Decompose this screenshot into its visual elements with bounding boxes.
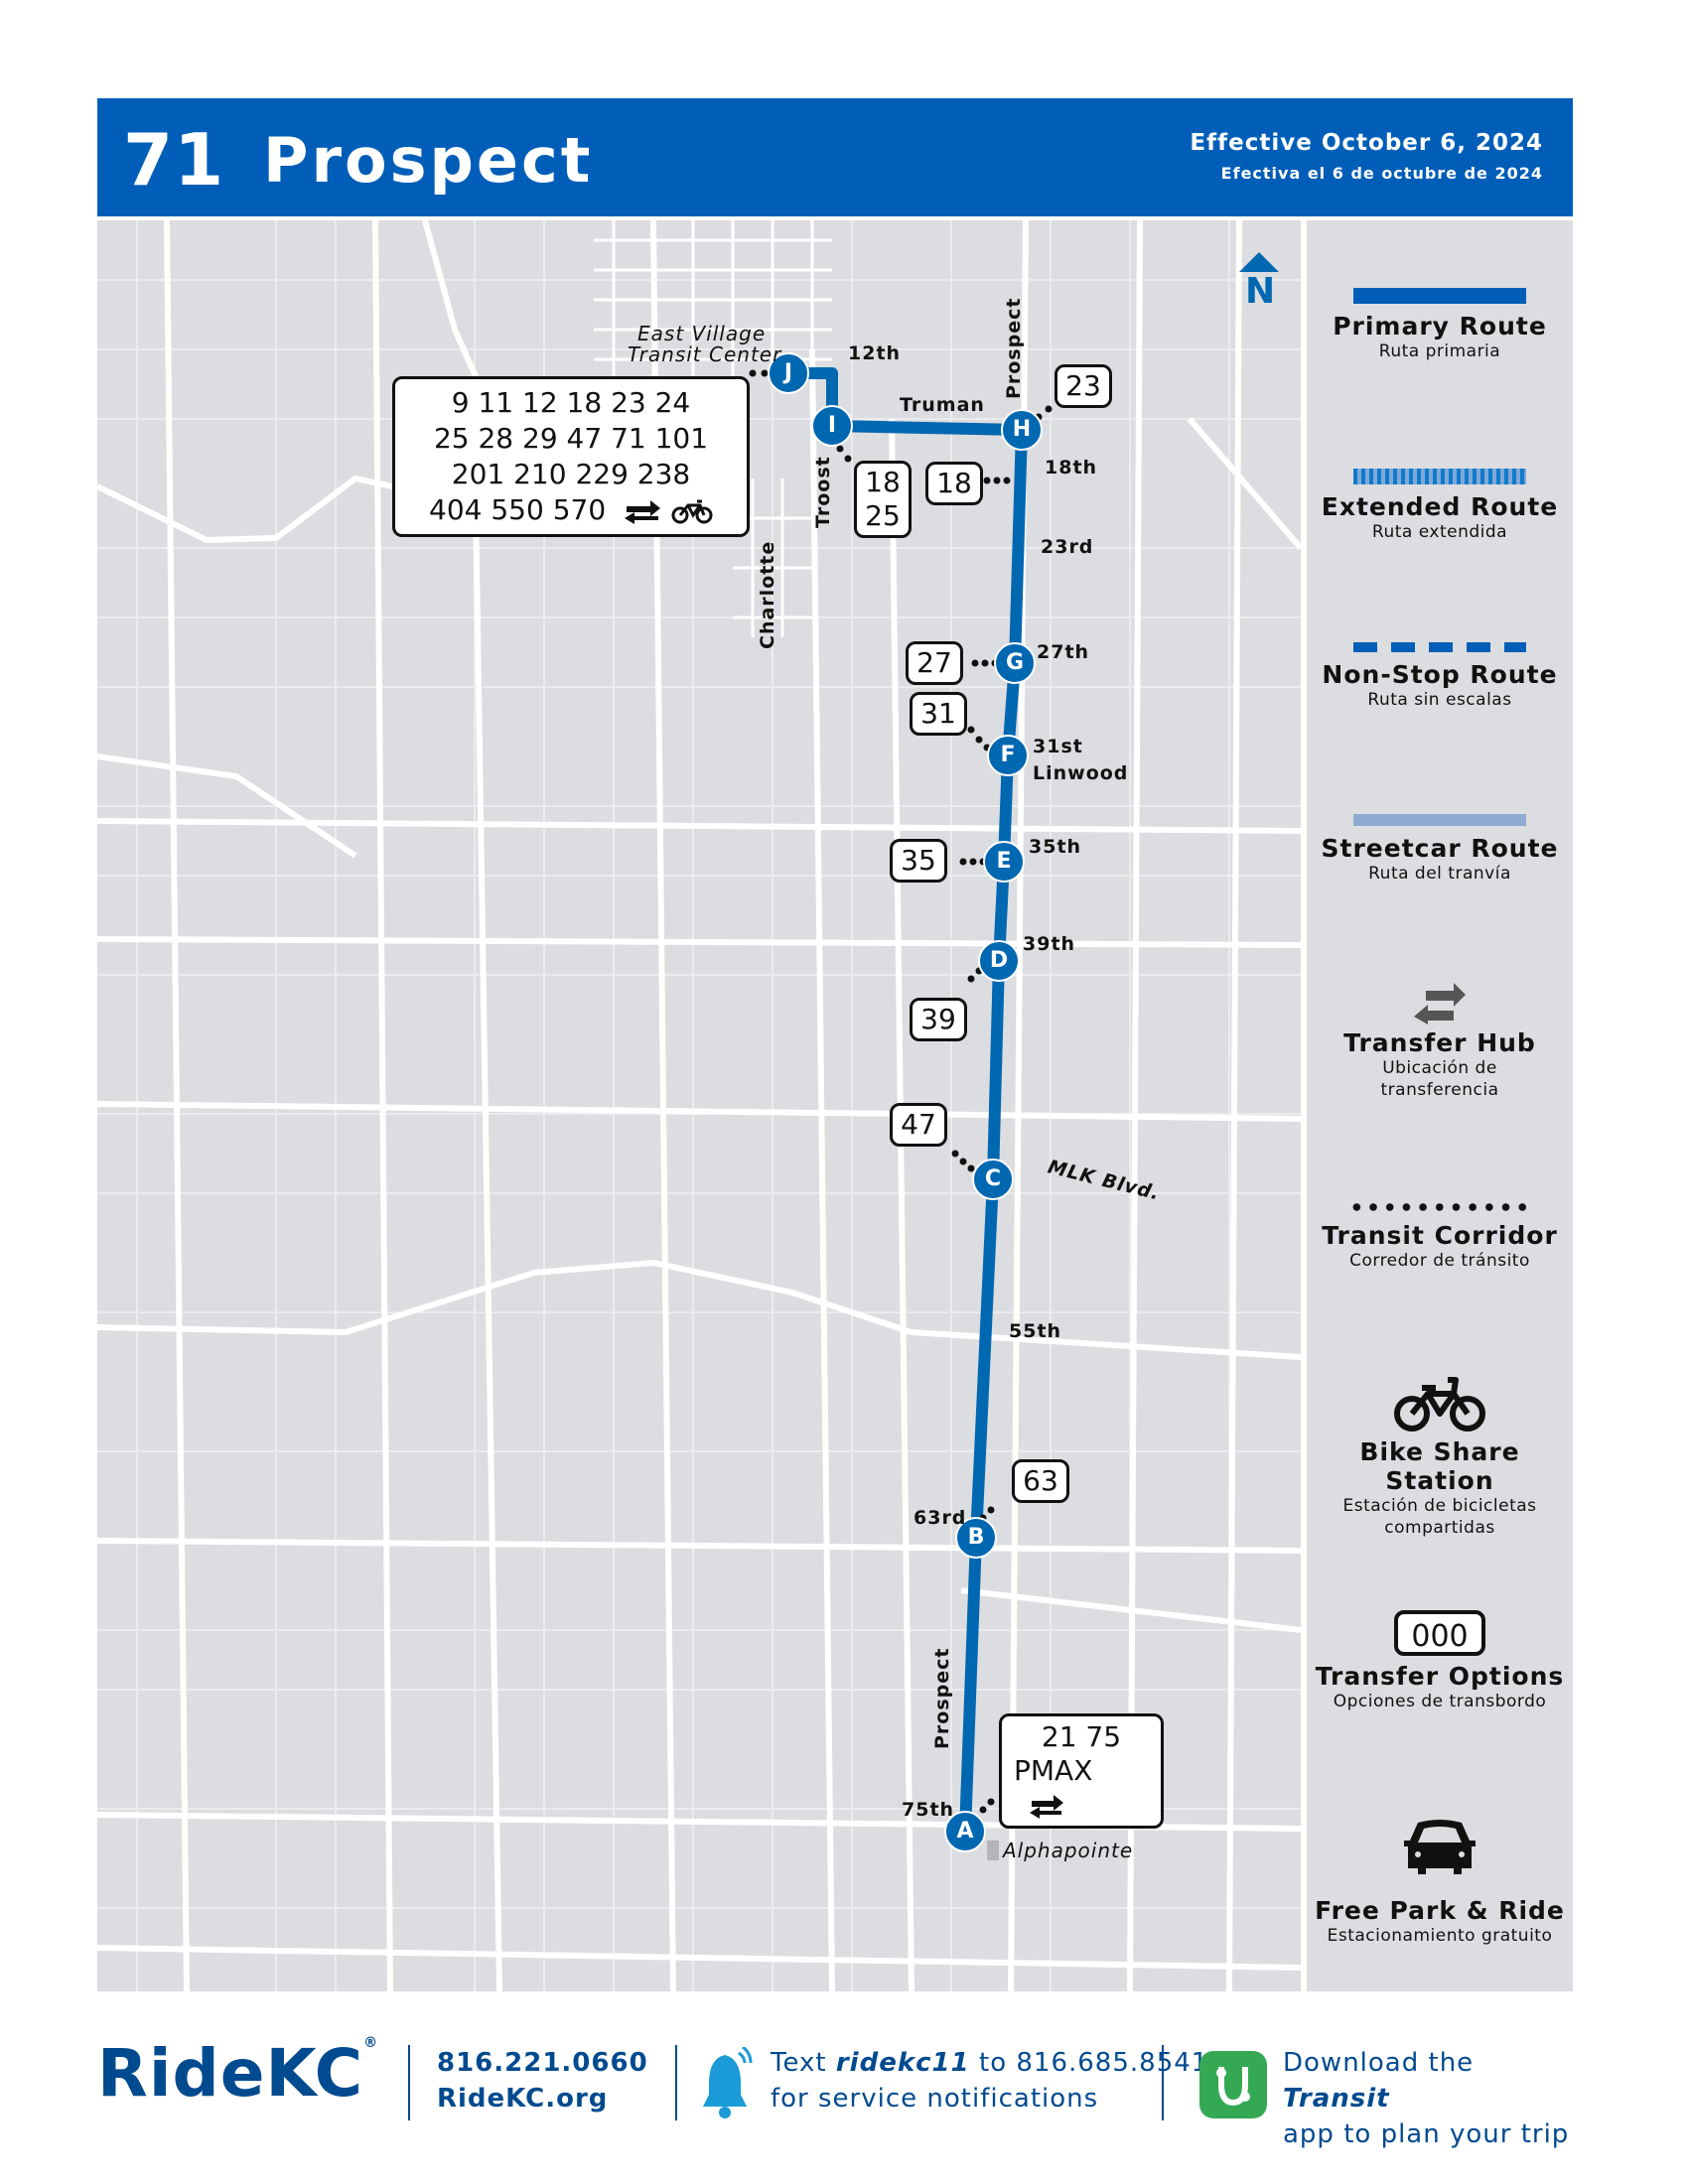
stop-b[interactable]: B xyxy=(955,1517,997,1559)
transfer-box-stop-d: 39 xyxy=(910,998,967,1041)
legend-panel: Primary Route Ruta primaria Extended Rou… xyxy=(1307,220,1573,1991)
ridekc-logo: RideKC® xyxy=(97,2035,379,2112)
transit-app-name: Transit xyxy=(1283,2084,1390,2114)
primary-route-line-icon xyxy=(1353,288,1526,304)
legend-transfer-hub: Transfer Hub Ubicación de transferencia xyxy=(1307,981,1573,1101)
legend-transit-corridor: Transit Corridor Corredor de tránsito xyxy=(1307,1203,1573,1272)
stop-i[interactable]: I xyxy=(811,405,853,447)
route-map[interactable]: N J I H G F E D C B A 9 11 12 18 23 24 2… xyxy=(97,220,1301,1991)
stop-a[interactable]: A xyxy=(944,1811,986,1852)
phone-link[interactable]: 816.221.0660 xyxy=(437,2048,648,2078)
text-notifications: Text ridekc11 to 816.685.8541 for servic… xyxy=(771,2048,1209,2114)
transfer-box-stop-c: 47 xyxy=(890,1103,947,1147)
extended-route-line-icon xyxy=(1353,469,1526,484)
park-ride-marker xyxy=(987,1841,999,1860)
label-75th: 75th xyxy=(902,1799,955,1821)
nonstop-route-line-icon xyxy=(1353,642,1526,652)
transit-app-icon[interactable] xyxy=(1199,2051,1267,2118)
divider xyxy=(408,2045,410,2120)
streetcar-route-line-icon xyxy=(1353,814,1526,826)
transfer-box-stop-b: 63 xyxy=(1012,1459,1069,1503)
transfer-arrows-icon xyxy=(1030,1795,1063,1819)
bike-icon xyxy=(1394,1377,1485,1432)
legend-extended-route: Extended Route Ruta extendida xyxy=(1307,469,1573,543)
label-35th: 35th xyxy=(1029,836,1082,858)
label-63rd: 63rd xyxy=(914,1507,967,1529)
bike-icon xyxy=(671,499,713,524)
legend-park-ride: Free Park & Ride Estacionamiento gratuit… xyxy=(1307,1819,1573,1947)
legend-nonstop-route: Non-Stop Route Ruta sin escalas xyxy=(1307,642,1573,711)
legend-bike-share: Bike Share Station Estación de bicicleta… xyxy=(1307,1374,1573,1539)
contact-info: 816.221.0660 RideKC.org xyxy=(437,2045,648,2116)
label-31st: 31st xyxy=(1033,736,1083,757)
website-link[interactable]: RideKC.org xyxy=(437,2084,609,2114)
transfer-box-stop-a: 21 75 PMAX xyxy=(999,1713,1164,1829)
label-transit-center: Transit Center xyxy=(628,342,782,366)
label-troost: Troost xyxy=(812,456,834,528)
label-18th: 18th xyxy=(1045,457,1098,478)
transfer-box-icon: 000 xyxy=(1394,1610,1485,1656)
label-27th: 27th xyxy=(1037,641,1090,663)
street-grid xyxy=(97,220,1301,1991)
transit-logo-icon xyxy=(1216,2067,1250,2107)
transfer-arrows-icon xyxy=(625,500,661,524)
label-39th: 39th xyxy=(1023,933,1076,955)
transfer-box-stop-g: 27 xyxy=(906,641,963,685)
label-linwood: Linwood xyxy=(1033,762,1129,784)
stop-d[interactable]: D xyxy=(978,940,1020,982)
stop-j[interactable]: J xyxy=(768,352,809,394)
transfer-box-stop-f: 31 xyxy=(910,692,967,736)
label-23rd: 23rd xyxy=(1041,536,1094,558)
transfer-box-stop-i: 18 25 xyxy=(854,461,912,538)
transfer-arrows-icon xyxy=(1414,983,1466,1024)
label-prospect-south: Prospect xyxy=(931,1647,953,1750)
label-12th: 12th xyxy=(848,342,902,364)
label-east-village: East Village xyxy=(637,322,767,345)
transfer-box-stop-e: 35 xyxy=(890,839,947,883)
header-bar: 71 Prospect Effective October 6, 2024 Ef… xyxy=(97,98,1573,216)
effective-date-es: Efectiva el 6 de octubre de 2024 xyxy=(1220,164,1543,183)
footer: RideKC® 816.221.0660 RideKC.org Text rid… xyxy=(97,2025,1573,2149)
legend-primary-route: Primary Route Ruta primaria xyxy=(1307,288,1573,362)
legend-streetcar-route: Streetcar Route Ruta del tranvía xyxy=(1307,814,1573,885)
transfer-box-18th: 18 xyxy=(925,462,983,505)
north-label: N xyxy=(1245,271,1276,312)
stop-g[interactable]: G xyxy=(994,642,1036,684)
stop-h[interactable]: H xyxy=(1001,409,1043,451)
route-name: Prospect xyxy=(263,124,594,197)
transfer-box-hub-j: 9 11 12 18 23 24 25 28 29 47 71 101 201 … xyxy=(392,376,750,537)
transit-app-promo: Download the Transit app to plan your tr… xyxy=(1283,2048,1570,2149)
label-charlotte: Charlotte xyxy=(757,540,778,649)
route-number: 71 xyxy=(123,118,225,202)
car-icon xyxy=(1404,1820,1476,1874)
divider xyxy=(1162,2045,1164,2120)
north-arrow: N xyxy=(1239,252,1279,312)
north-arrow-icon xyxy=(1239,252,1279,272)
divider xyxy=(675,2045,677,2120)
sms-keyword: ridekc11 xyxy=(835,2048,970,2078)
stop-e[interactable]: E xyxy=(983,841,1025,883)
label-alphapointe: Alphapointe xyxy=(1003,1839,1134,1862)
stop-f[interactable]: F xyxy=(987,735,1029,776)
label-55th: 55th xyxy=(1009,1320,1062,1342)
bell-icon xyxy=(703,2047,753,2118)
effective-date-en: Effective October 6, 2024 xyxy=(1190,130,1543,156)
dotted-line-icon xyxy=(1348,1203,1531,1211)
transfer-box-stop-h: 23 xyxy=(1055,364,1112,408)
stop-c[interactable]: C xyxy=(972,1159,1014,1200)
label-truman: Truman xyxy=(900,394,985,416)
label-prospect-north: Prospect xyxy=(1003,297,1025,400)
legend-transfer-options: 000 Transfer Options Opciones de transbo… xyxy=(1307,1610,1573,1712)
